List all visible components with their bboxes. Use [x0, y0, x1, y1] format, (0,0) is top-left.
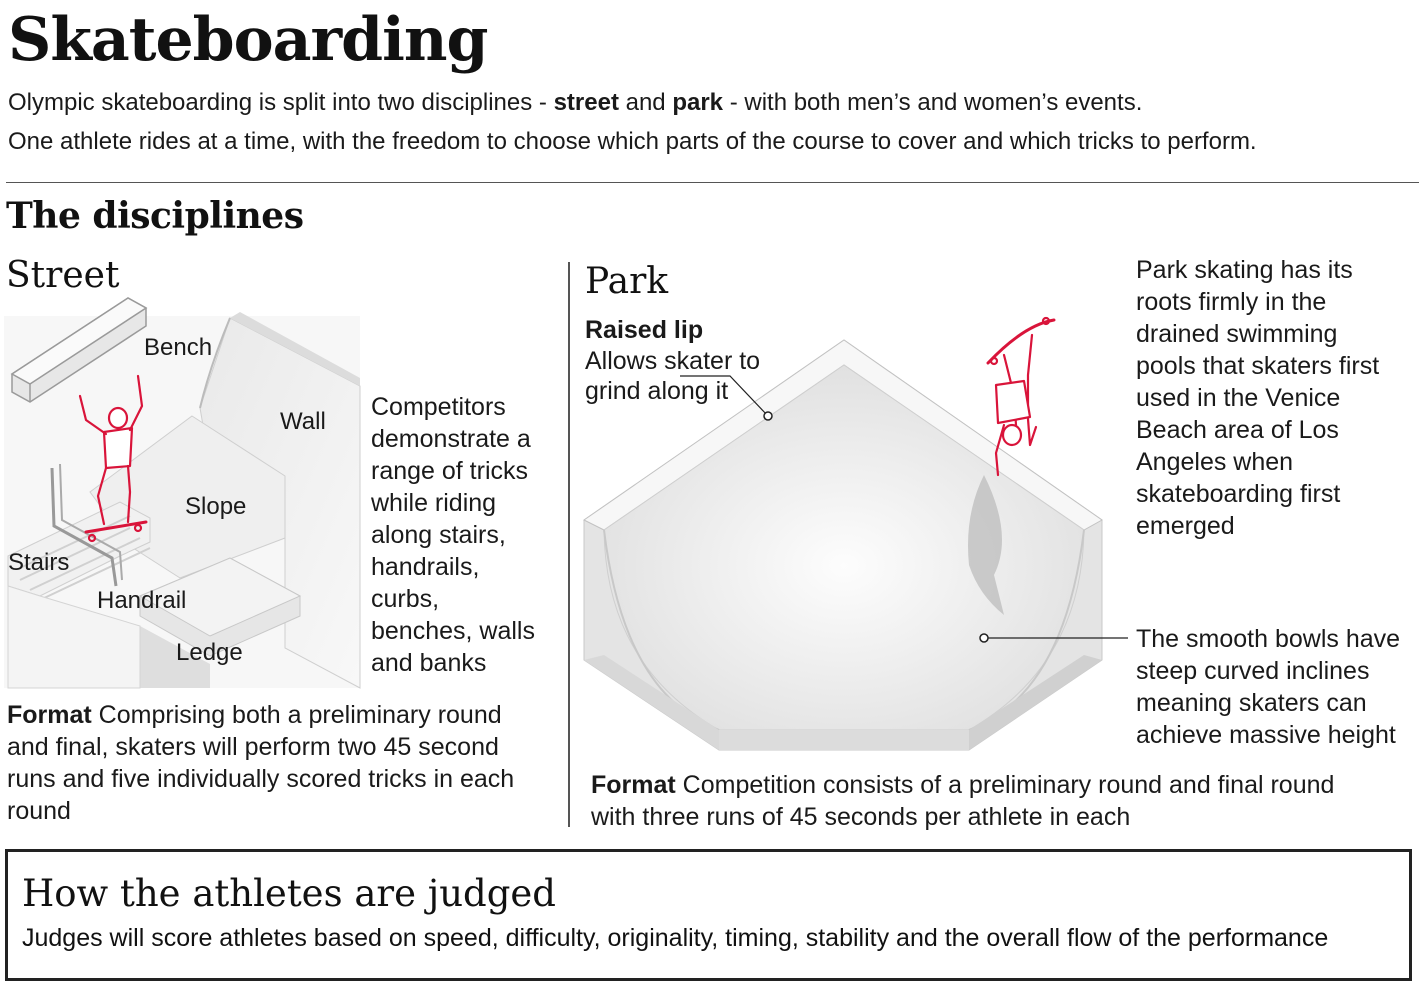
- handrail-label: Handrail: [97, 587, 187, 614]
- header-divider: [6, 182, 1419, 183]
- park-roots-line: skateboarding first: [1136, 480, 1341, 508]
- disciplines-heading: The disciplines: [6, 195, 304, 237]
- park-bowls-line: meaning skaters can: [1136, 689, 1367, 717]
- park-bowl-illustration: [583, 316, 1103, 751]
- park-bowls-description: The smooth bowls have steep curved incli…: [1136, 623, 1416, 751]
- intro-text: - with both men’s and women’s events.: [723, 89, 1143, 116]
- park-roots-line: Beach area of Los: [1136, 416, 1339, 444]
- park-roots-line: pools that skaters first: [1136, 352, 1380, 380]
- park-roots-line: Park skating has its: [1136, 256, 1353, 284]
- street-heading: Street: [6, 255, 120, 296]
- judging-panel: How the athletes are judged Judges will …: [5, 849, 1412, 981]
- intro-line-2: One athlete rides at a time, with the fr…: [8, 128, 1257, 155]
- intro-text: and: [618, 89, 673, 116]
- park-roots-line: emerged: [1136, 512, 1235, 540]
- park-roots-line: Angeles when: [1136, 448, 1294, 476]
- street-description-line: along stairs,: [371, 521, 506, 549]
- raised-lip-line: grind along it: [585, 377, 729, 405]
- street-description-line: and banks: [371, 649, 487, 677]
- street-format-line: round: [7, 797, 71, 825]
- park-format: Format Competition consists of a prelimi…: [591, 769, 1391, 833]
- street-description-line: range of tricks: [371, 457, 529, 485]
- street-description-line: Competitors: [371, 393, 506, 421]
- judging-title: How the athletes are judged: [22, 872, 556, 915]
- wall-label: Wall: [280, 408, 326, 435]
- intro-park-keyword: park: [672, 89, 724, 116]
- park-format-line: with three runs of 45 seconds per athlet…: [591, 803, 1131, 831]
- raised-lip-line: Allows skater to: [585, 347, 761, 375]
- park-heading: Park: [585, 261, 669, 302]
- street-description-line: while riding: [371, 489, 497, 517]
- park-format-line: Competition consists of a preliminary ro…: [675, 771, 1335, 799]
- street-format-line: Comprising both a preliminary round: [91, 701, 502, 729]
- street-format-label: Format: [7, 701, 92, 729]
- street-description-line: benches, walls: [371, 617, 535, 645]
- street-description: Competitors demonstrate a range of trick…: [371, 391, 556, 679]
- intro-line-1: Olympic skateboarding is split into two …: [8, 88, 1142, 118]
- column-divider: [568, 262, 570, 827]
- bench-label: Bench: [144, 334, 213, 361]
- street-format: Format Comprising both a preliminary rou…: [7, 699, 557, 827]
- street-description-line: handrails,: [371, 553, 480, 581]
- street-format-line: and final, skaters will perform two 45 s…: [7, 733, 499, 761]
- raised-lip-annotation: Raised lip Allows skater to grind along …: [585, 314, 825, 406]
- intro-street-keyword: street: [553, 89, 619, 116]
- park-roots-line: used in the Venice: [1136, 384, 1341, 412]
- park-roots-line: roots firmly in the: [1136, 288, 1327, 316]
- street-description-line: demonstrate a: [371, 425, 531, 453]
- street-description-line: curbs,: [371, 585, 440, 613]
- ledge-label: Ledge: [176, 639, 243, 666]
- park-format-label: Format: [591, 771, 676, 799]
- raised-lip-title: Raised lip: [585, 316, 704, 344]
- street-course-illustration: [4, 297, 361, 689]
- street-format-line: runs and five individually scored tricks…: [7, 765, 515, 793]
- park-bowls-line: The smooth bowls have: [1136, 625, 1401, 653]
- intro-text: Olympic skateboarding is split into two …: [8, 89, 554, 116]
- page-title: Skateboarding: [8, 5, 488, 75]
- park-bowls-line: achieve massive height: [1136, 721, 1396, 749]
- judging-text: Judges will score athletes based on spee…: [22, 924, 1329, 952]
- park-roots-description: Park skating has its roots firmly in the…: [1136, 254, 1416, 542]
- park-bowls-line: steep curved inclines: [1136, 657, 1370, 685]
- stairs-label: Stairs: [8, 549, 70, 576]
- park-roots-line: drained swimming: [1136, 320, 1338, 348]
- slope-label: Slope: [185, 493, 247, 520]
